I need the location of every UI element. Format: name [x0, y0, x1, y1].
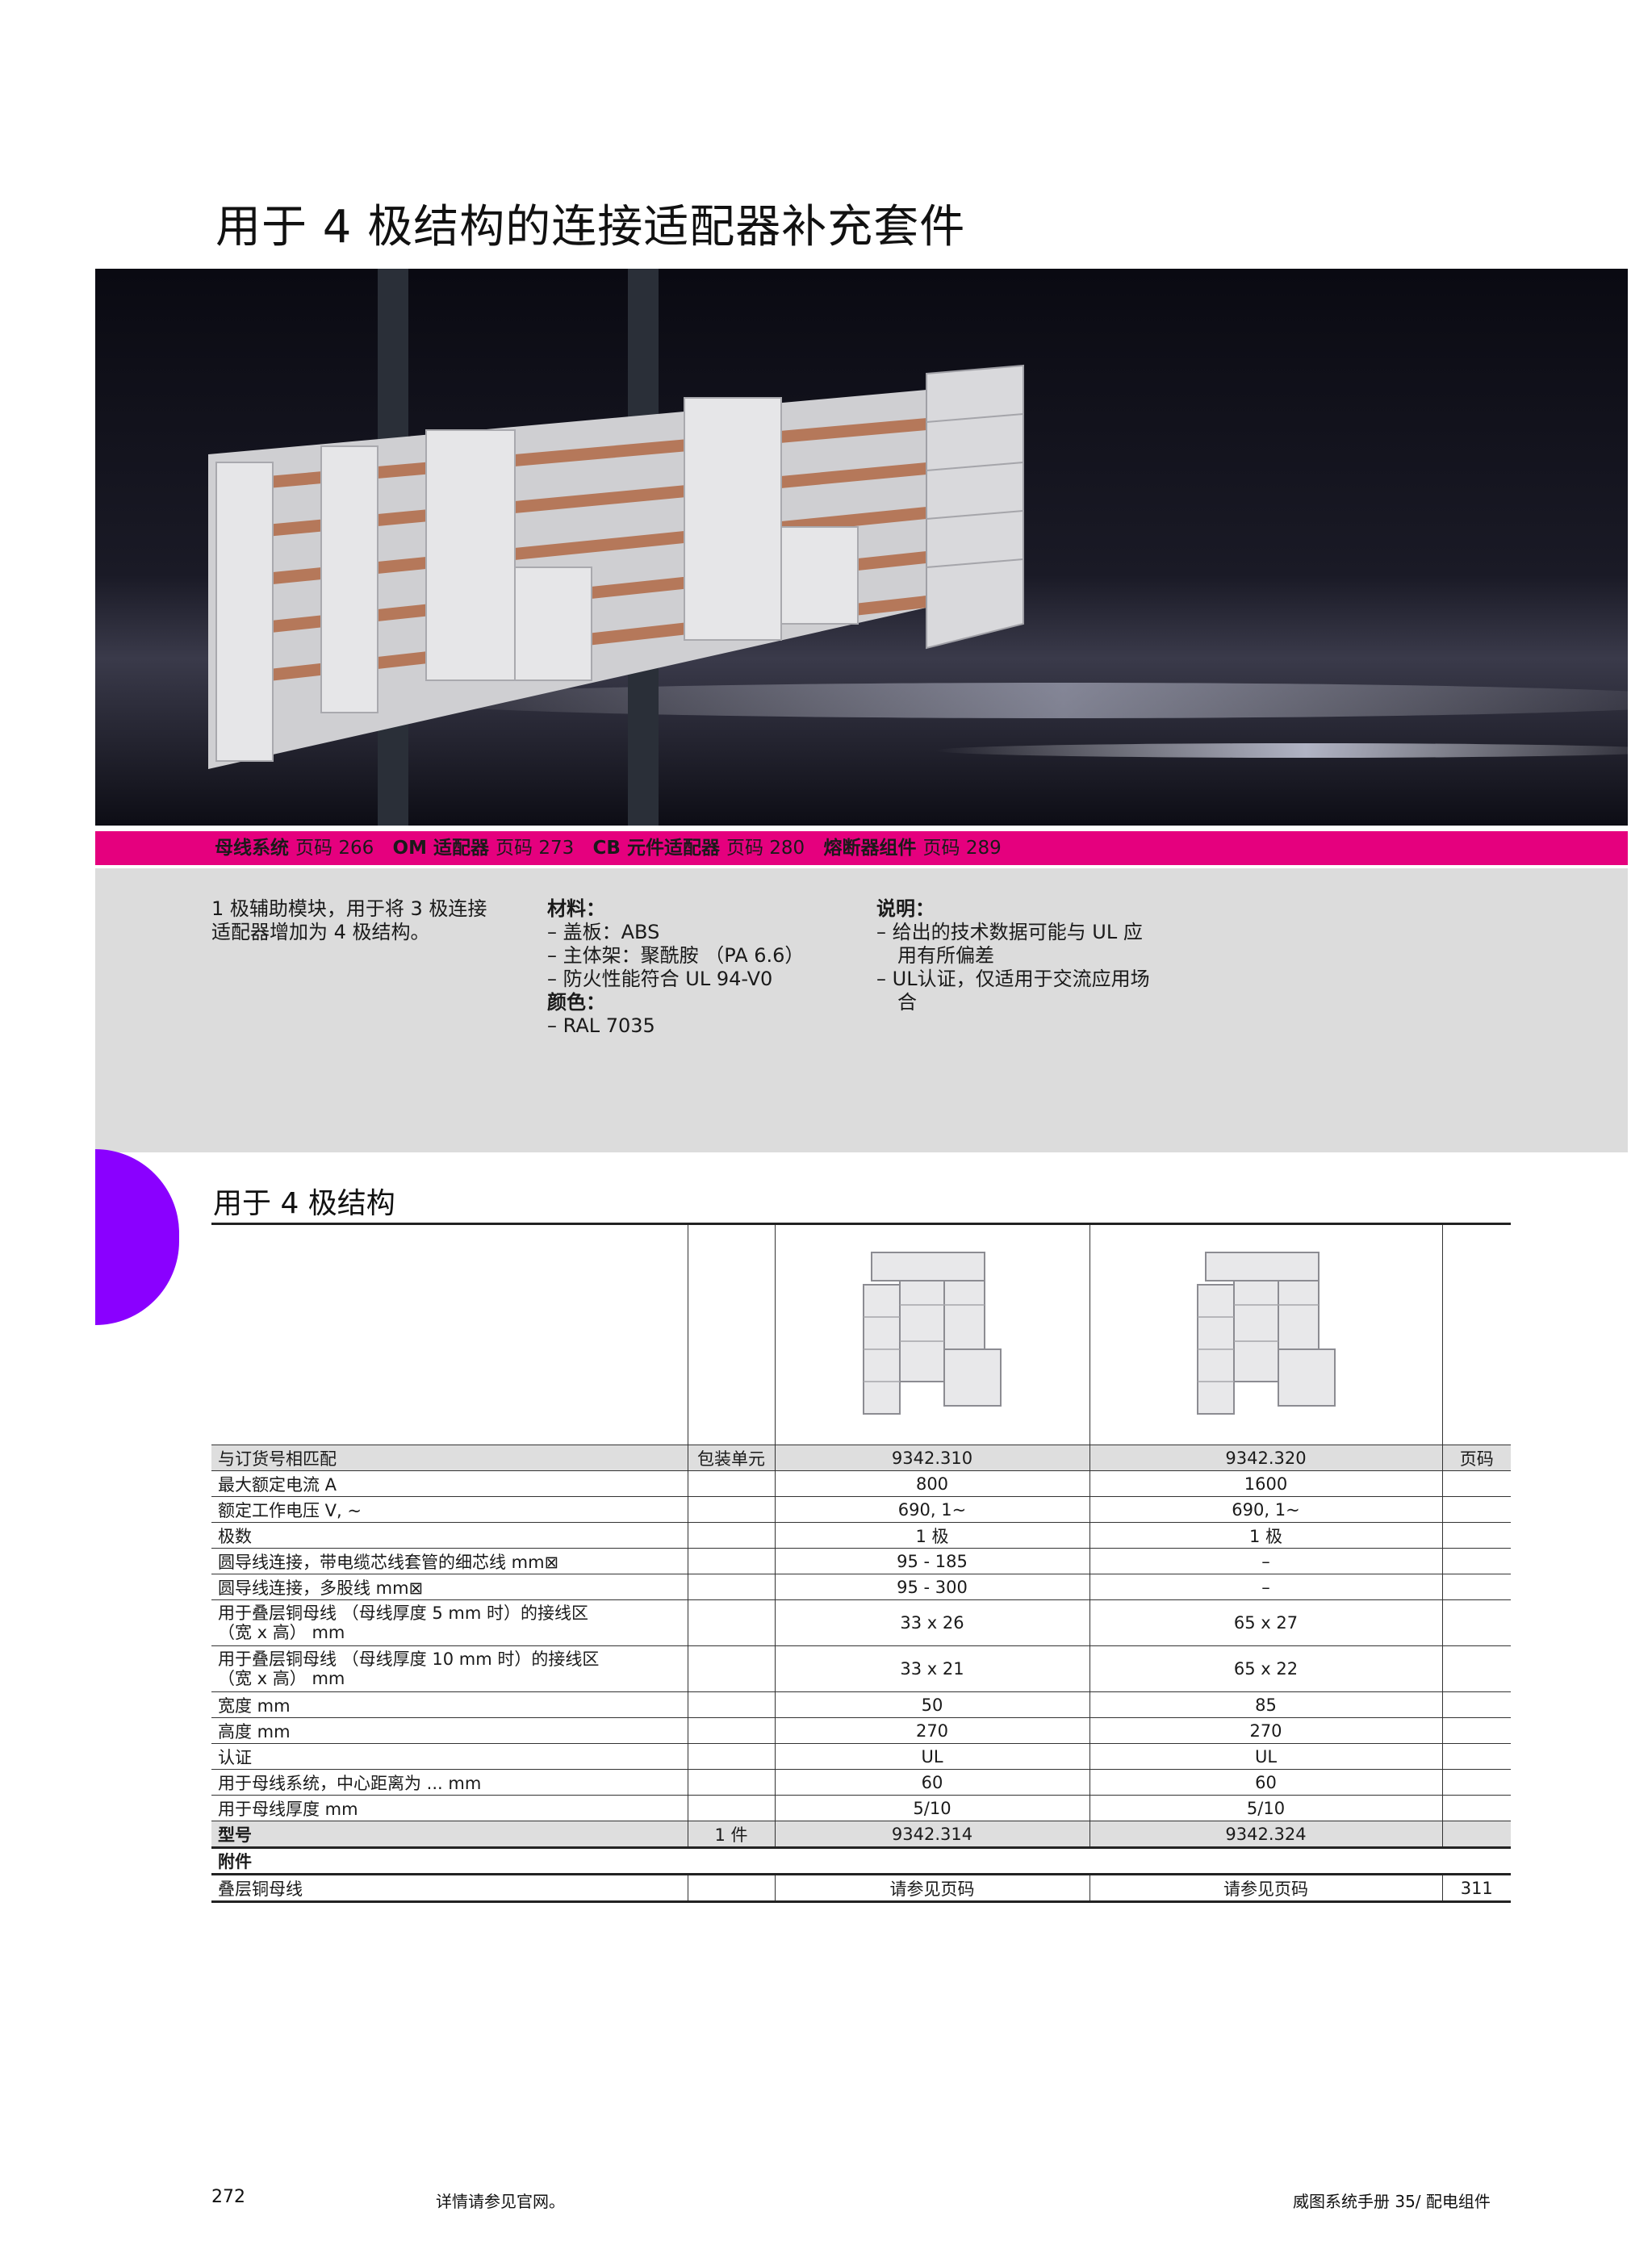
hero-product-photo: [95, 269, 1628, 826]
table-header-row: 与订货号相匹配 包装单元 9342.310 9342.320 页码: [211, 1445, 1511, 1471]
section-marker-tab: [95, 1149, 179, 1325]
table-row: 用于叠层铜母线 （母线厚度 10 mm 时）的接线区（宽 x 高） mm 33 …: [211, 1645, 1511, 1692]
section-title: 用于 4 极结构: [213, 1187, 395, 1220]
product-description: 1 极辅助模块，用于将 3 极连接 适配器增加为 4 极结构。: [211, 897, 487, 943]
materials-block: 材料： – 盖板：ABS – 主体架：聚酰胺 （PA 6.6） – 防火性能符合…: [547, 897, 805, 1037]
nav-link-om-adapter[interactable]: OM 适配器 页码 273: [392, 838, 575, 859]
nav-link-busbar-system[interactable]: 母线系统 页码 266: [215, 838, 374, 859]
section-divider: [211, 1223, 1511, 1225]
page-title: 用于 4 极结构的连接适配器补充套件: [215, 201, 966, 253]
cross-reference-bar: 母线系统 页码 266 OM 适配器 页码 273 CB 元件适配器 页码 28…: [95, 831, 1628, 865]
table-row: 圆导线连接，带电缆芯线套管的细芯线 mm⊠ 95 - 185–: [211, 1548, 1511, 1574]
table-row: 额定工作电压 V, ~ 690, 1~690, 1~: [211, 1496, 1511, 1523]
product-info-box: 1 极辅助模块，用于将 3 极连接 适配器增加为 4 极结构。 材料： – 盖板…: [95, 868, 1628, 1152]
product-image-9342-310: [774, 1225, 1089, 1445]
footer-manual-title: 威图系统手册 35/ 配电组件: [1293, 2192, 1491, 2211]
nav-link-cb-adapter[interactable]: CB 元件适配器 页码 280: [592, 838, 805, 859]
page-number: 272: [211, 2187, 245, 2207]
table-row: 用于叠层铜母线 （母线厚度 5 mm 时）的接线区（宽 x 高） mm 33 x…: [211, 1599, 1511, 1646]
accessory-see-page-link[interactable]: 请参见页码: [774, 1874, 1089, 1903]
accessory-row: 叠层铜母线 请参见页码 请参见页码 311: [211, 1874, 1511, 1903]
product-image-9342-320: [1089, 1225, 1442, 1445]
nav-link-fuse-module[interactable]: 熔断器组件 页码 289: [823, 838, 1002, 859]
notes-block: 说明： – 给出的技术数据可能与 UL 应 用有所偏差 – UL认证，仅适用于交…: [876, 897, 1150, 1014]
accessory-see-page-link[interactable]: 请参见页码: [1089, 1874, 1442, 1903]
spec-table: 与订货号相匹配 包装单元 9342.310 9342.320 页码 最大额定电流…: [211, 1225, 1511, 1903]
accessories-heading-row: 附件: [211, 1847, 1511, 1875]
table-row: 圆导线连接，多股线 mm⊠ 95 - 300–: [211, 1574, 1511, 1600]
model-number-row: 型号 1 件 9342.314 9342.324: [211, 1821, 1511, 1849]
footer-website-note: 详情请参见官网。: [436, 2192, 565, 2211]
product-image-row: [211, 1225, 1511, 1445]
